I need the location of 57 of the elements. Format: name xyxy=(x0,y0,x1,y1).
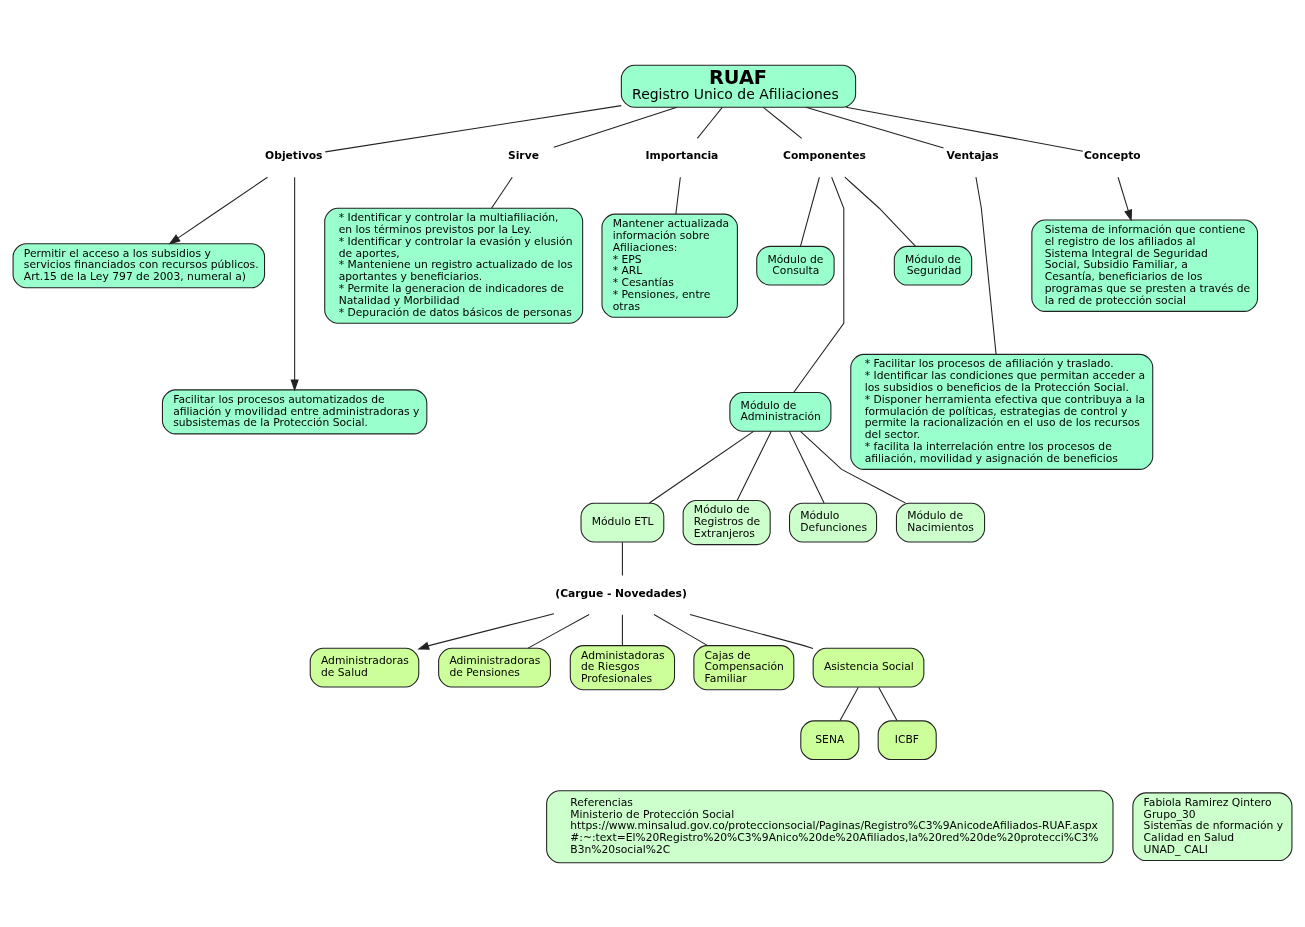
connector xyxy=(648,430,755,504)
arrow xyxy=(1117,176,1133,222)
node-text: Objetivos xyxy=(265,148,323,162)
node-box: Módulo de Consulta xyxy=(756,245,835,286)
arrow xyxy=(290,176,299,391)
node-text: Sirve xyxy=(507,148,539,162)
connector xyxy=(878,686,898,721)
node-box: Mantener actualizada información sobre Afiliaciones: * EPS * ARL * Cesantías * Pensiones, entre otras xyxy=(601,213,738,318)
node-box: Módulo Defunciones xyxy=(789,502,878,542)
connector xyxy=(696,106,723,139)
connector xyxy=(689,613,814,649)
connector xyxy=(621,613,623,646)
connector xyxy=(621,541,623,576)
arrow xyxy=(168,176,269,244)
node-box: Módulo de Seguridad xyxy=(893,245,973,286)
connector xyxy=(490,176,513,209)
connector xyxy=(736,430,772,501)
node-box: ICBF xyxy=(877,719,937,760)
node-text: (Cargue - Novedades) xyxy=(555,586,687,600)
node-box: Adiministradoras de Pensiones xyxy=(438,647,551,688)
connector xyxy=(793,176,845,393)
node-text: Importancia xyxy=(645,148,719,162)
connector xyxy=(800,176,820,247)
node-box: SENA xyxy=(800,719,860,760)
connector xyxy=(553,106,678,148)
node-box: Módulo de Administración xyxy=(729,391,832,432)
connector xyxy=(799,430,907,504)
connector xyxy=(844,176,916,247)
node-box: Administradoras de Salud xyxy=(309,647,420,688)
connector xyxy=(762,106,803,139)
connector xyxy=(788,430,825,504)
node-box: Fabiola Ramirez Qintero Grupo_30 Sistemas de nformación y Calidad en Salud UNAD_ CALI xyxy=(1132,791,1293,861)
node-box: Asistencia Social xyxy=(812,647,925,688)
node-box: Facilitar los procesos automatizados de afiliación y movilidad entre administradoras y subsistemas de la Protección Social. xyxy=(161,388,428,434)
connector xyxy=(324,104,622,152)
node-box: Módulo de Registros de Extranjeros xyxy=(682,499,771,545)
connector xyxy=(845,106,1084,152)
node-text: Concepto xyxy=(1083,148,1141,162)
connector xyxy=(653,613,709,646)
node-box: Administadoras de Riesgos Profesionales xyxy=(569,644,676,690)
node-box: Permitir el acceso a los subsidios y servicios financiados con recursos públicos. Art.15 de la Ley 797 de 2003, numeral a) xyxy=(12,242,266,288)
connector xyxy=(527,613,590,649)
node-text: Componentes xyxy=(783,148,866,162)
node-text: Ventajas xyxy=(946,148,999,162)
node-box: RUAF Registro Unico de Afiliaciones xyxy=(620,64,857,108)
connector xyxy=(839,686,859,721)
arrow xyxy=(417,612,555,650)
connector xyxy=(805,106,945,149)
node-box: Módulo ETL xyxy=(580,502,665,542)
node-box: Referencias Ministerio de Protección Social https://www.minsalud.gov.co/proteccionsocial/Paginas/Registro%C3%9AnicodeAfiliados-RUAF.aspx #:~:text=El%20Registro%20%C3%9Anico%20de%20Afiliados,la%20red%20de%20protecci%C3% B3n%20social%2C xyxy=(546,789,1114,863)
node-box: * Facilitar los procesos de afiliación y traslado. * Identificar las condiciones que permitan acceder a los subsidios o beneficios de la Protección Social. * Disponer herramienta efectiva que contribuya a la formulación de políticas, estrategias de control y permite la racionalización en el uso de los recursos del sector. * facilita la interrelación entre los procesos de afiliación, movilidad y asignación de beneficios xyxy=(850,353,1154,470)
node-box: Módulo de Nacimientos xyxy=(895,502,986,542)
connector xyxy=(975,176,997,355)
node-box: Sistema de información que contiene el registro de los afiliados al Sistema Integral de Seguridad Social, Subsidio Familiar, a Cesantía, beneficiarios de los programas que se presten a través de la red de protección social xyxy=(1031,219,1259,312)
node-box: Cajas de Compensación Familiar xyxy=(693,644,795,690)
node-box: * Identificar y controlar la multiafiliación, en los términos previstos por la Ley. * Identificar y controlar la evasión y elusión de aportes, * Manteniene un registro actualizado de los aportantes y beneficiarios. * Permite la generacion de indicadores de Natalidad y Morbilidad * Depuración de datos básicos de personas xyxy=(324,207,584,324)
connector xyxy=(675,176,681,215)
